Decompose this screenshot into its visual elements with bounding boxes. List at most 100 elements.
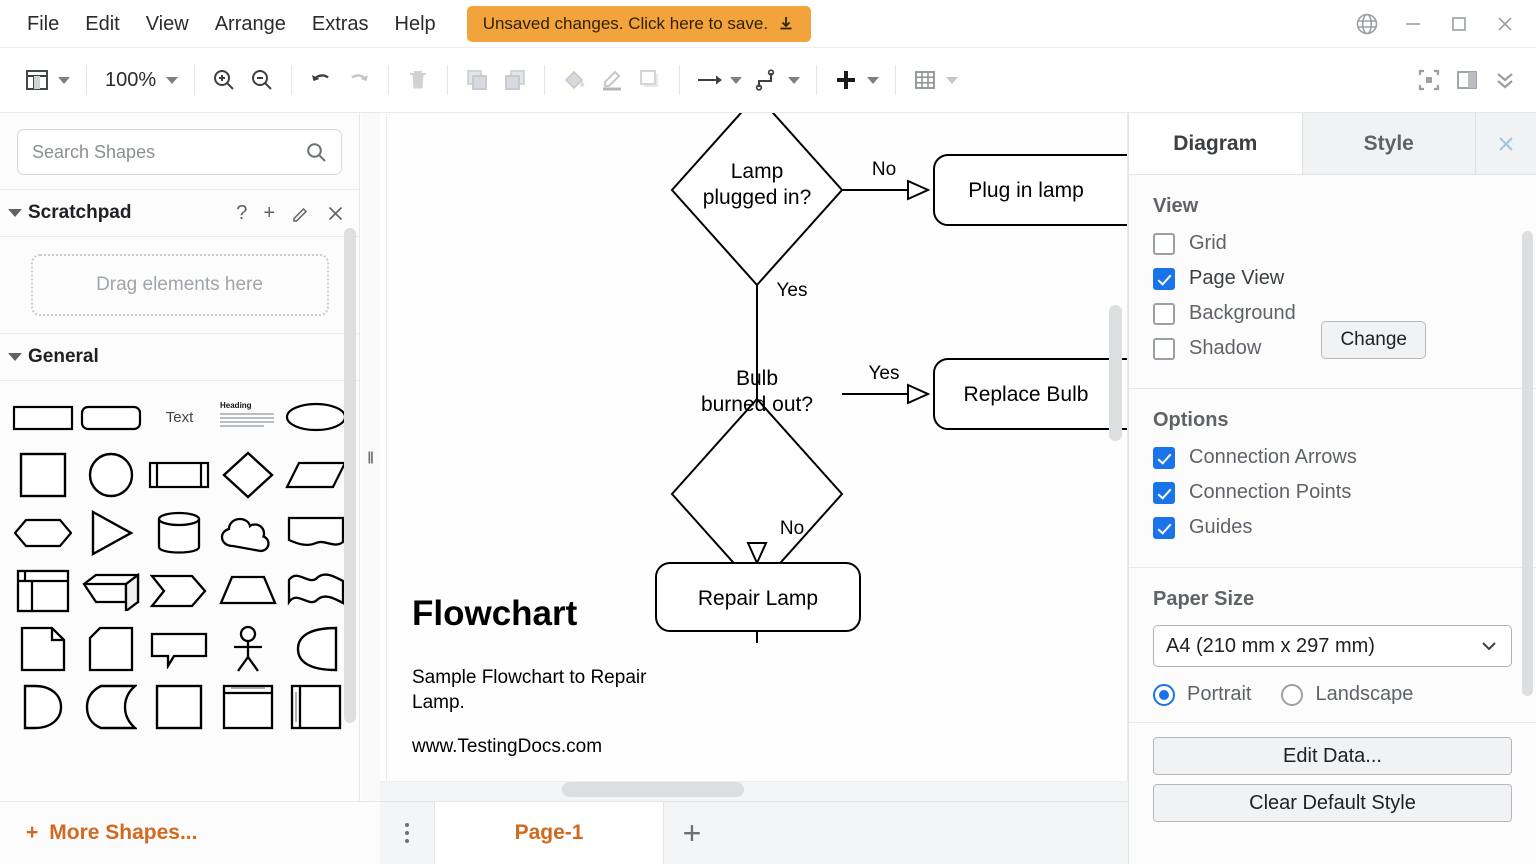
node-repair-lamp[interactable]: Repair Lamp <box>655 562 861 632</box>
shape-internal-storage[interactable] <box>215 683 281 731</box>
search-input[interactable] <box>32 141 327 163</box>
shape-ellipse[interactable] <box>283 393 349 441</box>
fit-page-icon[interactable] <box>1410 60 1448 100</box>
to-front-icon[interactable] <box>458 60 496 100</box>
tab-diagram[interactable]: Diagram <box>1129 113 1303 174</box>
shape-arrow-pentagon[interactable] <box>146 567 212 615</box>
shape-half-circle[interactable] <box>283 625 349 673</box>
maximize-icon[interactable] <box>1436 1 1482 47</box>
shape-tape[interactable] <box>283 567 349 615</box>
shape-square[interactable] <box>10 451 76 499</box>
background-checkbox[interactable] <box>1153 302 1175 325</box>
shape-parallelogram[interactable] <box>283 451 349 499</box>
landscape-radio[interactable] <box>1281 683 1304 706</box>
menu-arrange[interactable]: Arrange <box>214 12 286 35</box>
checkbox-row-connection-arrows[interactable]: Connection Arrows <box>1153 446 1512 469</box>
shape-rectangle[interactable] <box>10 393 76 441</box>
shape-callout[interactable] <box>146 625 212 673</box>
node-plug-in-lamp[interactable]: Plug in lamp <box>933 154 1128 226</box>
checkbox-row-page-view[interactable]: Page View <box>1153 267 1512 290</box>
format-panel-scrollbar[interactable] <box>1522 231 1533 696</box>
shadow-checkbox[interactable] <box>1153 337 1175 360</box>
edge-no-plug-in-lamp[interactable]: No <box>842 159 931 201</box>
waypoints-icon[interactable] <box>748 60 786 100</box>
checkbox-row-shadow[interactable]: Shadow <box>1153 337 1512 360</box>
portrait-radio[interactable] <box>1153 683 1175 706</box>
shape-d-shape[interactable] <box>10 683 76 731</box>
menu-help[interactable]: Help <box>394 12 436 35</box>
undo-icon[interactable] <box>302 60 340 100</box>
shape-table[interactable] <box>10 567 76 615</box>
line-color-icon[interactable] <box>593 60 631 100</box>
diagram-canvas[interactable]: Lamp plugged in? No Plug in lamp Yes <box>380 113 1128 781</box>
menu-file[interactable]: File <box>27 12 60 35</box>
page-tab-page-1[interactable]: Page-1 <box>434 802 664 864</box>
waypoints-dropdown-caret[interactable] <box>788 76 801 84</box>
unsaved-changes-save-button[interactable]: Unsaved changes. Click here to save. <box>466 5 812 42</box>
edit-icon[interactable] <box>291 204 310 223</box>
node-replace-bulb[interactable]: Replace Bulb <box>933 358 1128 430</box>
arrow-style-dropdown-caret[interactable] <box>730 76 743 84</box>
edge-yes-replace-bulb[interactable]: Yes <box>842 363 931 405</box>
shape-note-page[interactable] <box>10 625 76 673</box>
sidebar-splitter[interactable]: || <box>362 113 380 801</box>
add-page-button[interactable]: + <box>682 814 702 851</box>
scratchpad-header[interactable]: Scratchpad ? + <box>0 189 359 237</box>
delete-icon[interactable] <box>399 60 437 100</box>
help-icon[interactable]: ? <box>236 202 248 224</box>
edge-no-repair-lamp[interactable]: No <box>746 518 804 643</box>
tab-style[interactable]: Style <box>1302 113 1476 174</box>
table-icon[interactable] <box>906 60 944 100</box>
format-panel-icon[interactable] <box>1448 60 1486 100</box>
canvas-horizontal-scrollbar[interactable] <box>562 782 744 797</box>
kebab-menu-icon[interactable] <box>380 802 434 864</box>
collapse-triangle-icon[interactable] <box>8 209 22 217</box>
shape-rounded-rectangle[interactable] <box>78 393 144 441</box>
close-icon[interactable] <box>326 204 345 223</box>
shape-cloud[interactable] <box>215 509 281 557</box>
globe-icon[interactable] <box>1344 1 1390 47</box>
search-shapes-box[interactable] <box>17 129 342 175</box>
shape-square-plain[interactable] <box>146 683 212 731</box>
expand-icon[interactable] <box>1486 60 1524 100</box>
sidebar-scrollbar[interactable] <box>344 228 356 723</box>
checkbox-row-background[interactable]: Background <box>1153 302 1512 325</box>
table-dropdown-caret[interactable] <box>946 76 959 84</box>
insert-dropdown-caret[interactable] <box>867 76 880 84</box>
zoom-in-icon[interactable] <box>205 60 243 100</box>
close-icon[interactable] <box>1476 113 1536 174</box>
scratchpad-drop-zone[interactable]: Drag elements here <box>30 254 329 316</box>
shape-actor[interactable] <box>215 625 281 673</box>
add-icon[interactable]: + <box>263 202 275 224</box>
node-bulb-burned-out[interactable]: Bulb burned out? <box>670 367 844 591</box>
shape-delay-reverse[interactable] <box>78 683 144 731</box>
shape-hexagon[interactable] <box>10 509 76 557</box>
to-back-icon[interactable] <box>496 60 534 100</box>
guides-checkbox[interactable] <box>1153 516 1175 539</box>
shape-text[interactable]: Text <box>165 408 194 426</box>
node-lamp-plugged-in[interactable]: Lamp plugged in? <box>670 113 844 287</box>
shape-cube[interactable] <box>78 567 144 615</box>
change-background-button[interactable]: Change <box>1321 321 1426 359</box>
collapse-triangle-icon[interactable] <box>8 353 22 361</box>
shape-diamond[interactable] <box>215 451 281 499</box>
fill-color-icon[interactable] <box>555 60 593 100</box>
shape-circle[interactable] <box>78 451 144 499</box>
shadow-icon[interactable] <box>631 60 669 100</box>
edit-data-button[interactable]: Edit Data... <box>1153 737 1512 775</box>
shape-cylinder[interactable] <box>146 509 212 557</box>
canvas-vertical-scrollbar[interactable] <box>1109 305 1122 441</box>
shape-process[interactable] <box>146 451 212 499</box>
minimize-icon[interactable] <box>1390 1 1436 47</box>
checkbox-row-guides[interactable]: Guides <box>1153 516 1512 539</box>
grid-checkbox[interactable] <box>1153 232 1175 255</box>
redo-icon[interactable] <box>340 60 378 100</box>
general-section-header[interactable]: General <box>0 333 359 381</box>
paper-size-select[interactable]: A4 (210 mm x 297 mm) <box>1153 625 1512 667</box>
insert-icon[interactable] <box>827 60 865 100</box>
checkbox-row-connection-points[interactable]: Connection Points <box>1153 481 1512 504</box>
arrow-style-icon[interactable] <box>690 60 728 100</box>
zoom-level-label[interactable]: 100% <box>105 68 157 91</box>
clear-default-style-button[interactable]: Clear Default Style <box>1153 784 1512 822</box>
page-view-checkbox[interactable] <box>1153 267 1175 290</box>
